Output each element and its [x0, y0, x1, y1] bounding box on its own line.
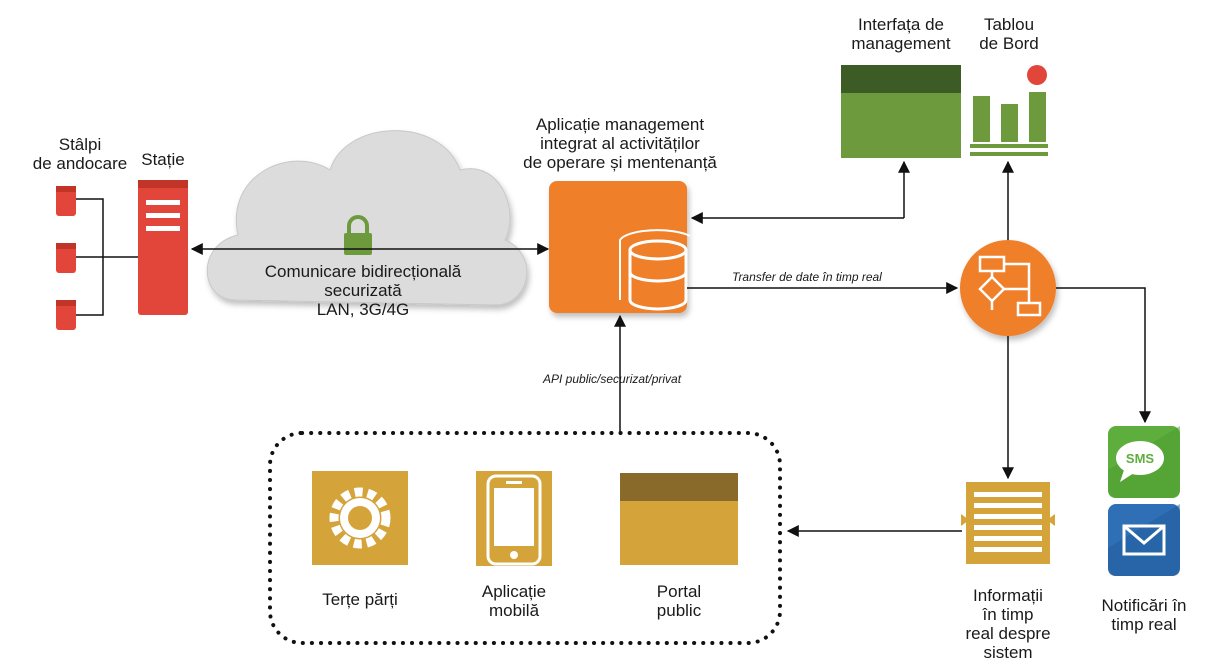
gear-icon	[312, 471, 408, 565]
dashboard-label: Tablou de Bord	[979, 15, 1039, 53]
station-icon	[138, 180, 188, 315]
station-label: Stație	[141, 150, 185, 169]
mobile-phone-icon	[476, 471, 552, 566]
management-interface-icon	[841, 65, 961, 158]
mail-icon	[1108, 504, 1180, 576]
realtime-info-label: Informații în timp real despre sistem	[965, 586, 1051, 662]
flowchart-processor-icon	[960, 240, 1056, 336]
notifications-label: Notificări în timp real	[1101, 596, 1187, 634]
docking-pole-icon	[56, 243, 76, 273]
public-portal-icon	[620, 473, 738, 565]
realtime-info-icon	[961, 482, 1055, 564]
docking-pole-icon	[56, 186, 76, 216]
pole-connector-line	[76, 198, 138, 316]
management-app-icon	[549, 181, 691, 313]
to-notifications-arrow	[1056, 287, 1151, 424]
sms-label: SMS	[1126, 451, 1155, 466]
sms-icon: SMS	[1108, 426, 1180, 498]
dashboard-icon	[970, 65, 1048, 156]
poles-label: Stâlpi de andocare	[32, 135, 128, 173]
mgmt-interface-label: Interfața de management	[851, 15, 951, 53]
realtime-transfer-label: Transfer de date în timp real	[732, 270, 882, 284]
docking-poles	[56, 186, 138, 330]
public-portal-label: Portal public	[656, 582, 702, 620]
third-parties-label: Terțe părți	[322, 590, 398, 609]
cloud-label: Comunicare bidirecțională securizată LAN…	[264, 262, 462, 319]
mobile-app-label: Aplicație mobilă	[481, 582, 547, 620]
api-label: API public/securizat/privat	[543, 372, 682, 386]
app-label: Aplicație management integrat al activit…	[523, 115, 717, 172]
docking-pole-icon	[56, 300, 76, 330]
